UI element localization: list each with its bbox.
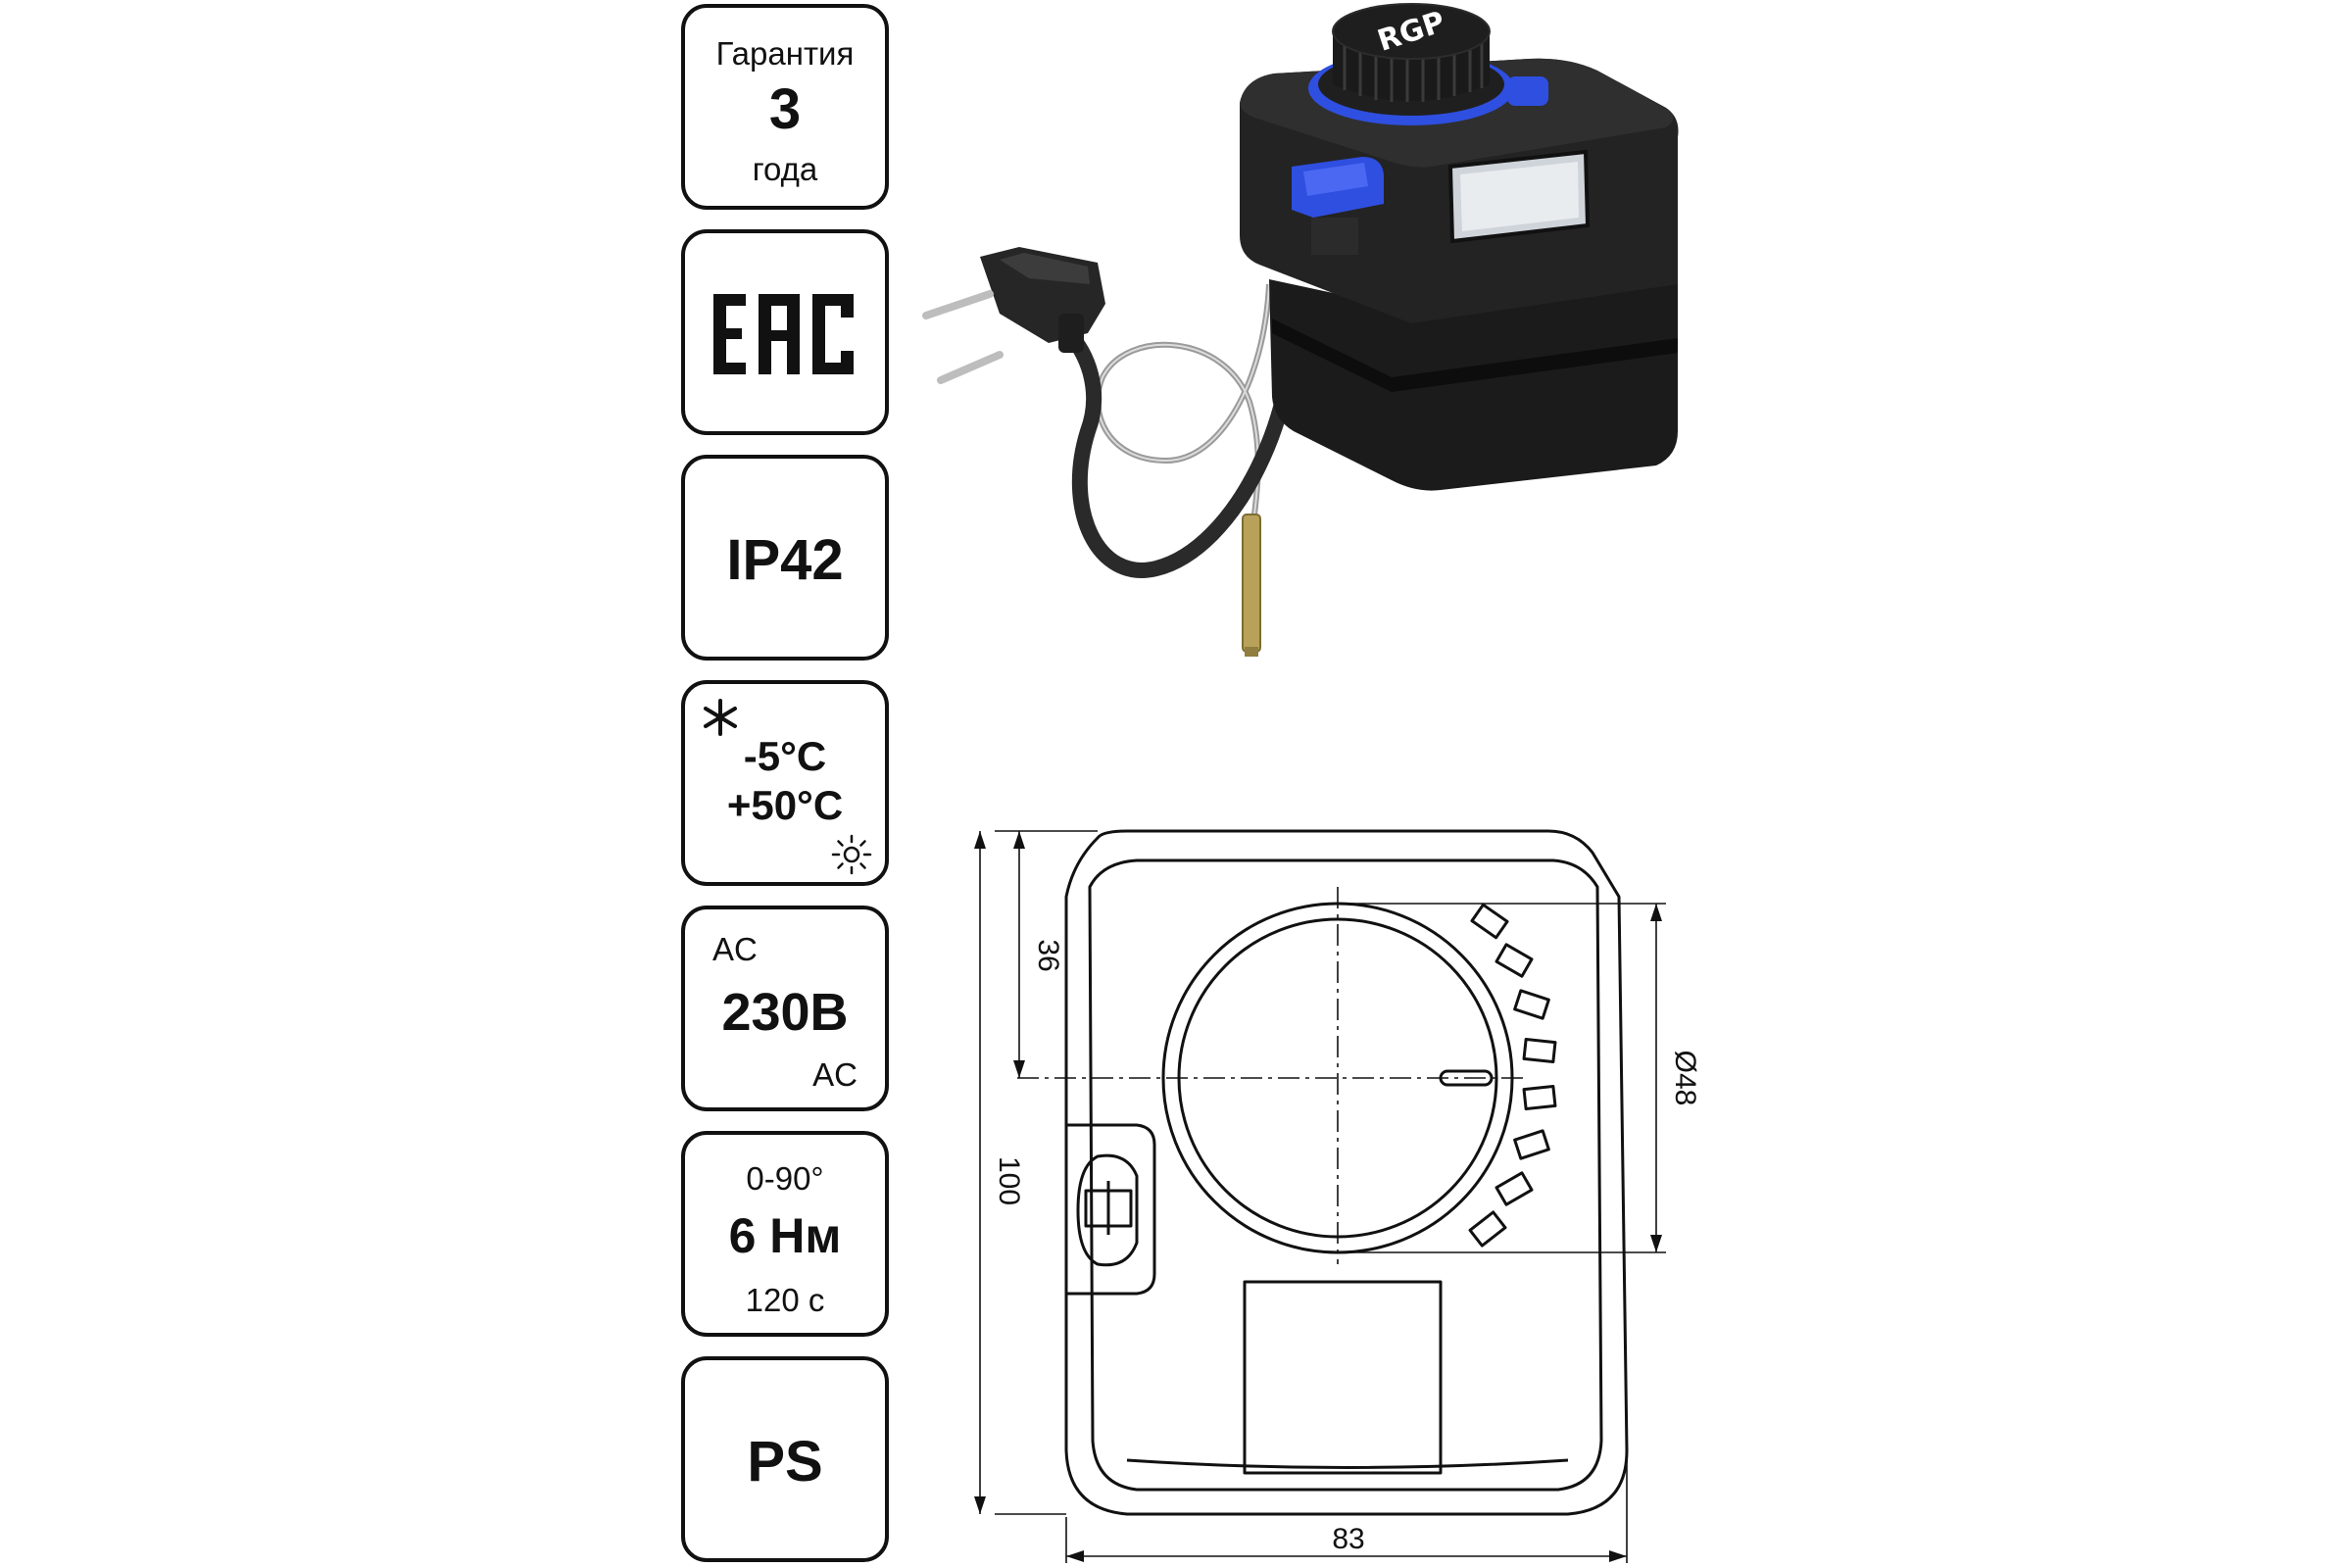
knob-teeth — [1468, 903, 1557, 1248]
power-type-bottom: AC — [812, 1056, 858, 1093]
warranty-label: Гарантия — [715, 35, 855, 72]
dimension-knob-diameter: Ø48 — [1669, 1051, 1701, 1106]
power-plug — [922, 247, 1105, 384]
power-type-top: AC — [712, 931, 758, 967]
type-badge: PS — [681, 1356, 889, 1562]
power-badge: AC 230В AC — [681, 906, 889, 1111]
eac-logo — [713, 294, 854, 374]
temperature-badge: -5°C +50°C — [681, 680, 889, 886]
sun-icon — [831, 834, 872, 875]
temperature-min: -5°C — [743, 733, 827, 779]
temperature-max: +50°C — [726, 782, 844, 828]
ip-rating-badge: IP42 — [681, 455, 889, 661]
warranty-badge: Гарантия 3 года — [681, 4, 889, 210]
dimension-knob-offset: 36 — [1032, 939, 1064, 971]
motor-torque: 6 Нм — [728, 1208, 842, 1263]
motor-time: 120 с — [745, 1282, 825, 1318]
product-image: RGP — [922, 3, 1679, 657]
ip-rating-value: IP42 — [726, 528, 844, 592]
eac-badge — [681, 229, 889, 435]
display-window — [1243, 1280, 1443, 1475]
warranty-unit: года — [752, 151, 818, 187]
dimension-width: 83 — [1332, 1523, 1364, 1555]
technical-drawing: 100 36 83 Ø48 — [974, 829, 1701, 1563]
motor-angle: 0-90° — [746, 1160, 824, 1197]
power-cable — [1060, 286, 1301, 578]
type-value: PS — [747, 1430, 823, 1494]
sensor-probe — [1242, 514, 1261, 653]
side-button-outline — [1066, 1123, 1156, 1296]
manual-release-button — [1292, 157, 1384, 255]
motor-badge: 0-90° 6 Нм 120 с — [681, 1131, 889, 1337]
dimension-height: 100 — [993, 1156, 1025, 1205]
warranty-value: 3 — [768, 77, 802, 141]
housing-outline — [1064, 829, 1629, 1516]
power-voltage: 230В — [721, 983, 849, 1042]
snowflake-icon — [704, 699, 737, 736]
